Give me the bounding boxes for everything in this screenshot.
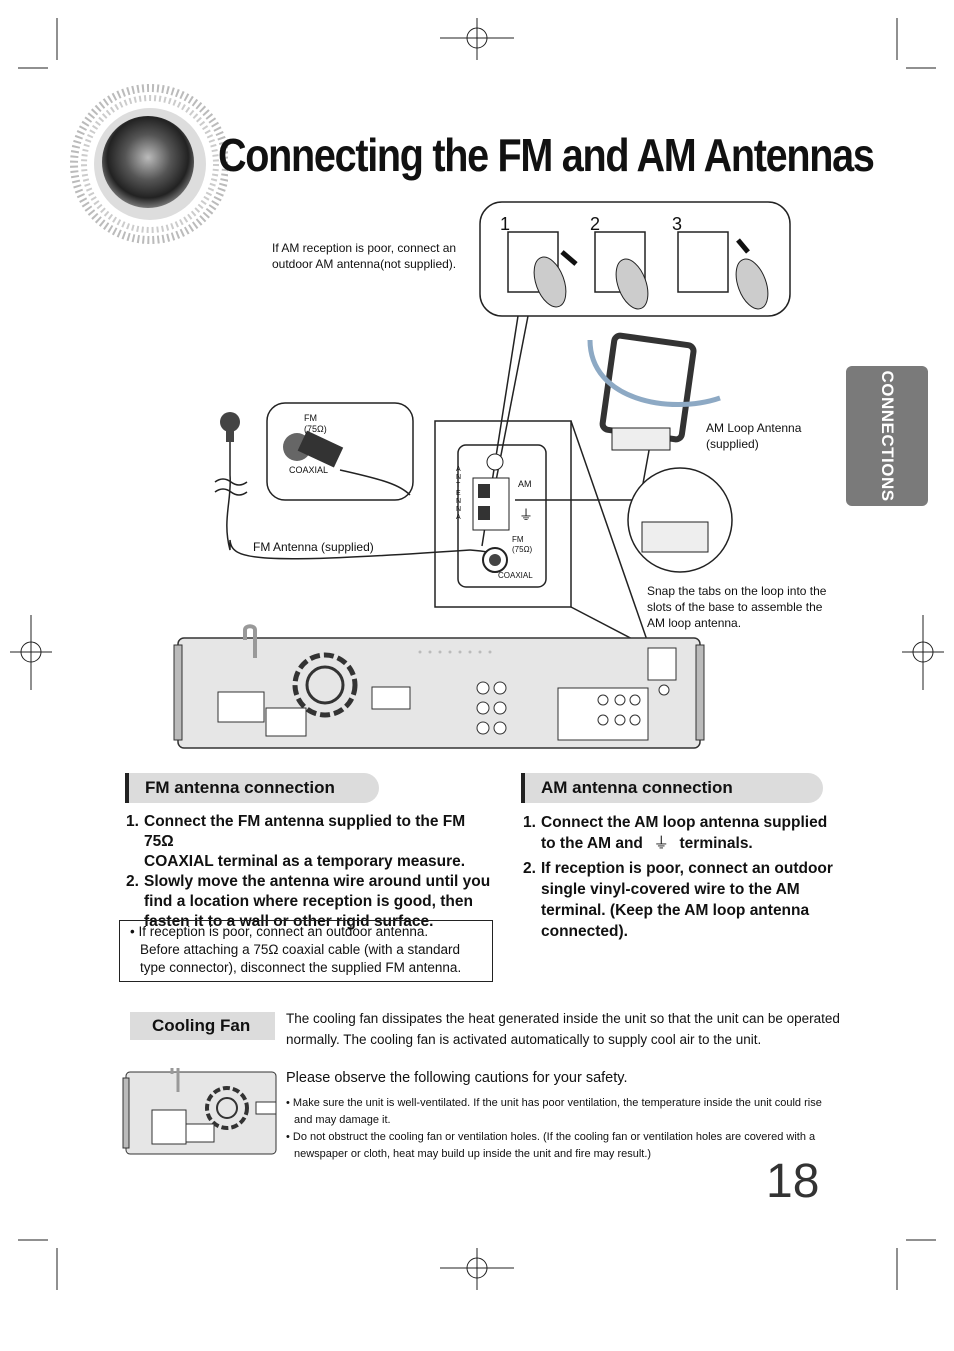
fm-steps-list: 1. Connect the FM antenna supplied to th… — [126, 812, 496, 932]
unit-rear-thumbnail — [122, 1068, 277, 1155]
fm-antenna-label: FM Antenna (supplied) — [253, 540, 374, 554]
caution-bullet-1: • Make sure the unit is well-ventilated.… — [286, 1097, 822, 1126]
panel-am-label: AM — [518, 479, 532, 489]
am-steps-list: 1. Connect the AM loop antenna supplied … — [523, 812, 853, 942]
section-tab-label: CONNECTIONS — [878, 370, 897, 502]
am-section-heading: AM antenna connection — [521, 773, 823, 803]
ground-icon: ⏚ — [519, 507, 533, 523]
caution-bullet-2: • Do not obstruct the cooling fan or ven… — [286, 1131, 816, 1160]
cooling-fan-heading: Cooling Fan — [130, 1012, 275, 1040]
fm-note-box: • If reception is poor, connect an outdo… — [119, 920, 493, 982]
step-number-1: 1 — [500, 214, 511, 234]
page-number: 18 — [766, 1155, 820, 1208]
cooling-fan-description: The cooling fan dissipates the heat gene… — [286, 1011, 840, 1047]
panel-fm-label: FM (75Ω) — [512, 535, 533, 554]
am-step-2: 2. If reception is poor, connect an outd… — [523, 860, 833, 940]
snap-note: Snap the tabs on the loop into the slots… — [647, 584, 827, 630]
page-title: Connecting the FM and AM Antennas — [218, 129, 875, 181]
fm-step-1: 1. Connect the FM antenna supplied to th… — [126, 813, 466, 870]
caution-intro: Please observe the following cautions fo… — [286, 1070, 628, 1086]
ground-icon: ⏚ — [653, 835, 669, 852]
fm-zoom-coaxial: COAXIAL — [289, 465, 329, 475]
panel-coaxial-label: COAXIAL — [498, 571, 533, 580]
panel-antenna-label: ANTENNA — [456, 466, 463, 521]
am-loop-label: AM Loop Antenna (supplied) — [706, 421, 802, 451]
fm-step-2: 2. Slowly move the antenna wire around u… — [126, 873, 491, 930]
step-number-3: 3 — [672, 214, 683, 234]
antenna-diagram — [173, 201, 791, 749]
step-number-2: 2 — [590, 214, 601, 234]
speaker-logo-icon — [70, 84, 228, 244]
fm-zoom-labels: FM (75Ω) — [304, 413, 327, 434]
fm-section-heading: FM antenna connection — [125, 773, 379, 803]
am-step-1: 1. Connect the AM loop antenna supplied … — [523, 814, 828, 852]
section-tab: CONNECTIONS — [846, 366, 928, 506]
am-poor-note: If AM reception is poor, connect an outd… — [272, 241, 457, 271]
